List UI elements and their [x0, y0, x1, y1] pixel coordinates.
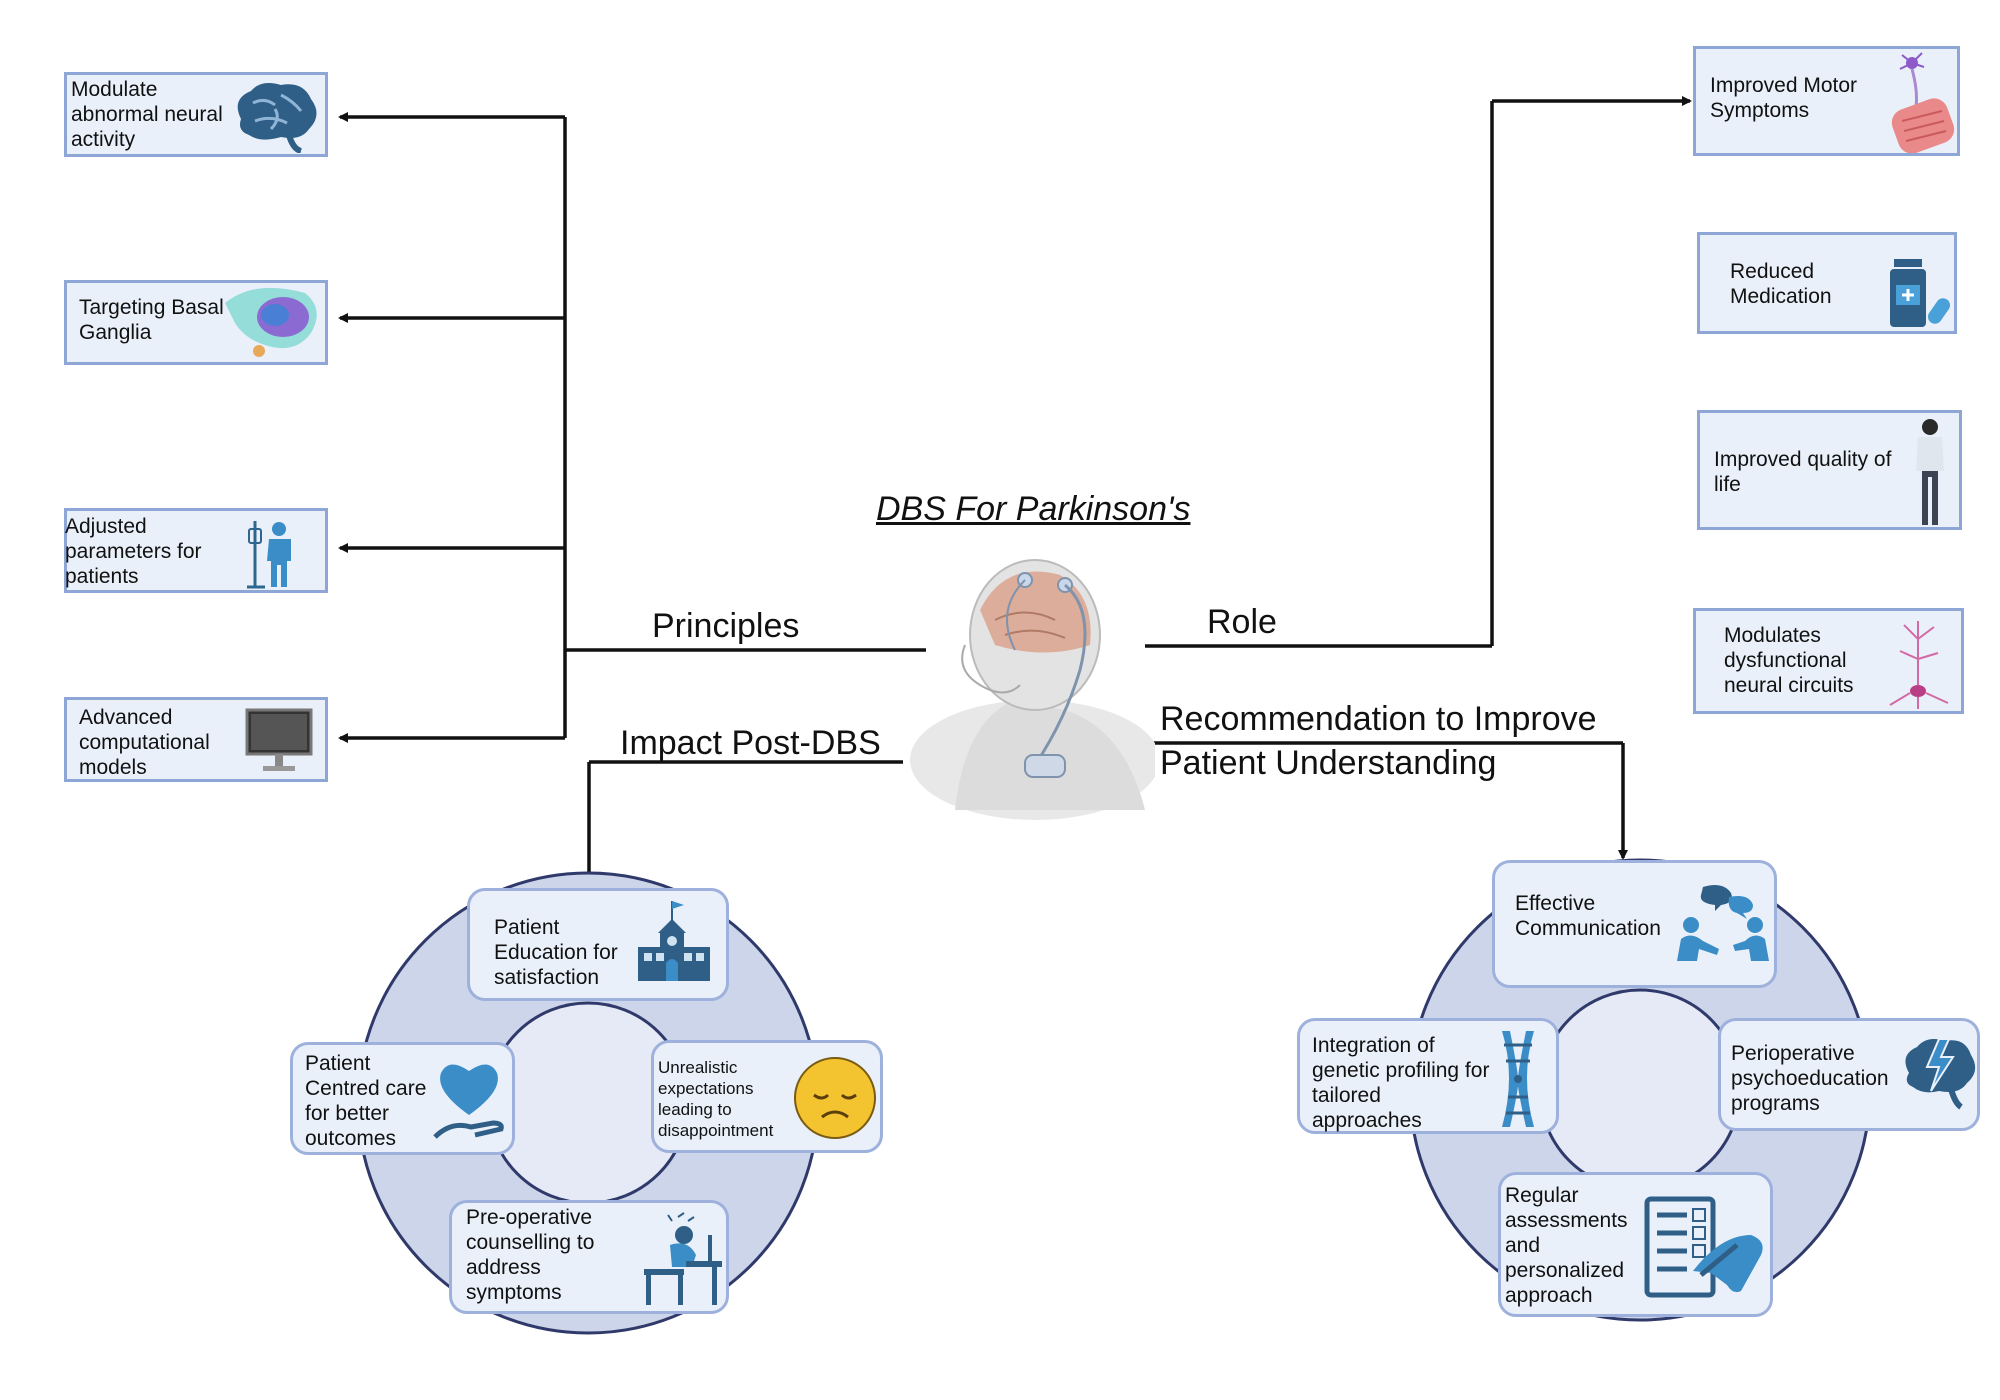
role-label: Improved quality of life: [1714, 448, 1892, 496]
role-label: Improved Motor Symptoms: [1710, 74, 1858, 122]
medication-icon: [1890, 259, 1951, 327]
impact-connectors: [584, 760, 903, 887]
recommendation-connectors: [1145, 741, 1628, 860]
role-connectors: [1145, 96, 1692, 648]
recommendation-label: Integration of genetic profiling for tai…: [1312, 1034, 1490, 1132]
recommendation-box-psychoeducation: Perioperative psychoeducation programs: [1718, 1018, 1980, 1131]
role-box-quality-of-life: Improved quality of life: [1697, 410, 1962, 530]
recommendation-label: Effective Communication: [1515, 892, 1661, 940]
principles-connectors: [338, 112, 926, 743]
branch-recommendation-line1: Recommendation to Improve: [1160, 700, 1597, 738]
heart-hand-icon: [433, 1064, 504, 1139]
principle-label: Targeting Basal Ganglia: [79, 296, 224, 344]
recommendation-box-genetic-profiling: Integration of genetic profiling for tai…: [1297, 1018, 1559, 1134]
branch-recommendation-line2: Patient Understanding: [1160, 744, 1497, 782]
principle-box-computational-models: Advanced computational models: [64, 697, 328, 782]
recommendation-label: Perioperative psychoeducation programs: [1731, 1042, 1889, 1115]
recommendation-box-effective-communication: Effective Communication: [1492, 860, 1777, 988]
principle-label: Advanced computational models: [79, 706, 210, 779]
role-label: Modulates dysfunctional neural circuits: [1724, 624, 1854, 697]
branch-role: Role: [1207, 603, 1277, 641]
stressed-person-icon: [644, 1212, 722, 1305]
sad-face-icon: [794, 1057, 876, 1139]
conversation-icon: [1677, 885, 1769, 961]
principle-label: Adjusted parameters for patients: [65, 515, 202, 588]
impact-box-pre-operative-counselling: Pre-operative counselling to address sym…: [449, 1200, 729, 1314]
role-box-neural-circuits: Modulates dysfunctional neural circuits: [1693, 608, 1964, 714]
diagram-title: DBS For Parkinson's: [876, 490, 1191, 528]
muscle-neuron-icon: [1891, 52, 1955, 153]
recommendation-label: Regular assessments and personalized app…: [1505, 1184, 1628, 1307]
impact-box-unrealistic-expectations: Unrealistic expectations leading to disa…: [651, 1040, 883, 1153]
branch-impact: Impact Post-DBS: [620, 724, 881, 762]
monitor-icon: [245, 708, 313, 771]
chromosome-icon: [1502, 1031, 1534, 1127]
principle-box-adjusted-parameters: Adjusted parameters for patients: [64, 508, 328, 593]
checklist-icon: [1644, 1196, 1763, 1298]
principle-box-basal-ganglia: Targeting Basal Ganglia: [64, 280, 328, 365]
brain-icon: [237, 83, 317, 153]
role-box-motor-symptoms: Improved Motor Symptoms: [1693, 46, 1960, 156]
impact-label: Pre-operative counselling to address sym…: [466, 1206, 595, 1304]
recommendation-box-regular-assessments: Regular assessments and personalized app…: [1498, 1172, 1773, 1317]
person-icon: [1916, 419, 1944, 525]
impact-label: Unrealistic expectations leading to disa…: [658, 1058, 774, 1140]
dbs-patient-illustration: [910, 559, 1155, 820]
role-label: Reduced Medication: [1730, 260, 1832, 308]
role-box-reduced-medication: Reduced Medication: [1697, 232, 1957, 334]
neuron-icon: [1889, 621, 1949, 709]
impact-label: Patient Education for satisfaction: [494, 916, 618, 989]
principle-box-neural-activity: Modulate abnormal neural activity: [64, 72, 328, 157]
impact-box-patient-education: Patient Education for satisfaction: [467, 888, 729, 1001]
principle-label: Modulate abnormal neural activity: [71, 78, 223, 151]
patient-iv-icon: [247, 521, 291, 589]
impact-box-patient-centred-care: Patient Centred care for better outcomes: [290, 1042, 515, 1155]
brain-lightning-icon: [1905, 1038, 1976, 1110]
basal-ganglia-icon: [225, 287, 317, 357]
branch-principles: Principles: [652, 607, 800, 645]
school-icon: [638, 901, 710, 981]
impact-label: Patient Centred care for better outcomes: [305, 1052, 427, 1150]
